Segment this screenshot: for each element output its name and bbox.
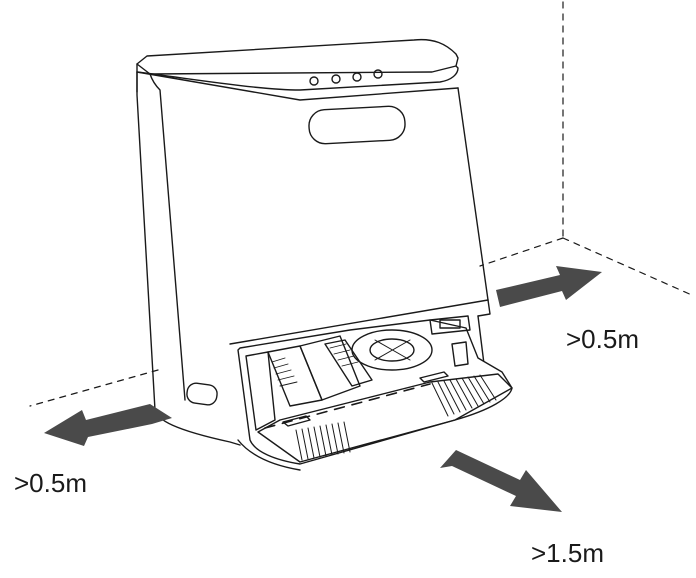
button-dot-3 [352, 72, 362, 82]
room-corner-lines [29, 1, 695, 407]
right-clearance-label: >0.5m [566, 324, 639, 354]
ramp-tread-right [431, 374, 497, 417]
wall-floor-right-line [562, 237, 695, 297]
front-face-right-edge [457, 87, 489, 301]
front-face-left-edge [149, 73, 186, 401]
brush-bristles-left [271, 357, 298, 387]
ramp-dashed-line [264, 383, 431, 429]
button-dot-1 [309, 76, 319, 86]
station-lid-band [136, 63, 459, 91]
station-left-side [136, 71, 241, 446]
back-bracket-slot [439, 319, 461, 329]
wall-floor-back-line [479, 237, 564, 267]
base-tray [237, 315, 513, 471]
station-lid [136, 38, 459, 75]
arrow-left-clearance [44, 404, 172, 446]
ramp-tread-left [295, 421, 351, 461]
upper-housing-corner [477, 299, 491, 317]
brush-bristles-center [329, 343, 359, 367]
front-clearance-label: >1.5m [531, 538, 604, 568]
wall-floor-left-line [29, 369, 159, 407]
center-divider [324, 339, 373, 387]
button-dot-2 [331, 74, 341, 84]
wheel-stop-left [282, 415, 311, 427]
arrow-right-clearance [496, 266, 602, 307]
tray-left-wall [245, 351, 276, 431]
right-post [451, 341, 469, 367]
station-handle [308, 105, 406, 145]
mop-well-right-inner [369, 338, 415, 362]
tray-left-bottom-curve [237, 439, 301, 471]
back-bracket [429, 315, 471, 335]
mop-well-right-ribs [374, 339, 411, 361]
upper-housing-bottom-edge [229, 299, 489, 345]
clearance-arrows [44, 266, 602, 512]
mop-well-right [351, 329, 433, 371]
left-side-vent [186, 382, 218, 406]
lid-edge-line [136, 71, 459, 101]
arrow-front-clearance [440, 450, 562, 512]
left-clearance-label: >0.5m [14, 468, 87, 498]
button-dot-4 [373, 69, 383, 79]
wheel-stop-right [419, 371, 449, 383]
tray-outline [237, 319, 513, 465]
center-channel [299, 335, 361, 401]
